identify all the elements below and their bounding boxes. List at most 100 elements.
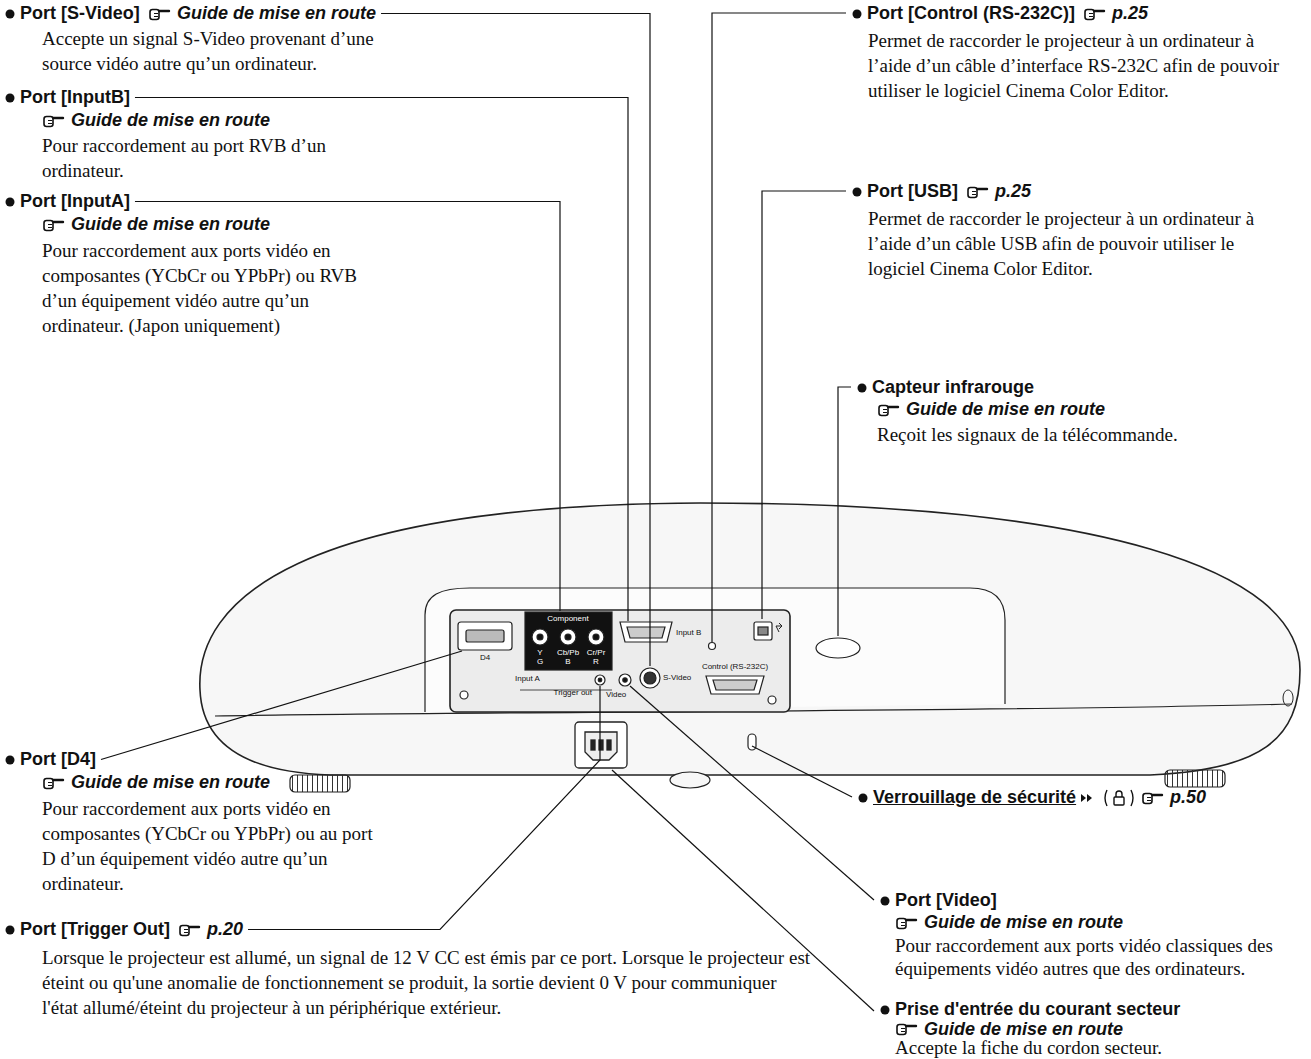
callout-heading: Port [Trigger Out]: [20, 919, 170, 940]
callout: Pour raccordement au port RVB d’un ordin…: [42, 133, 342, 183]
callout: Lorsque le projecteur est allumé, un sig…: [42, 945, 812, 1020]
drawing-part: [758, 627, 768, 635]
drawing-part: [883, 409, 887, 412]
drawing-part: [537, 634, 543, 640]
drawing-part: [44, 778, 53, 788]
rca-jack: [588, 629, 604, 645]
drawing-part: [644, 672, 656, 684]
ac-inlet: [575, 722, 627, 768]
connector-panel: [450, 610, 790, 712]
drawing-part: [1165, 770, 1225, 787]
pointer-icon: [895, 915, 919, 931]
d4-connector: [458, 622, 512, 650]
component-block: [525, 612, 612, 670]
description-text: Pour raccordement aux ports vidéo en com…: [42, 796, 387, 896]
guide-reference: Guide de mise en route: [71, 772, 270, 793]
drawing-part: [1105, 790, 1133, 806]
leader-line: [712, 13, 846, 642]
drawing-part: [897, 918, 906, 928]
bullet-dot: [5, 925, 15, 935]
callout: Permet de raccorder le projecteur à un o…: [868, 206, 1293, 281]
description-text: Accepte la fiche du cordon secteur.: [895, 1039, 1275, 1057]
page-reference: p.50: [1170, 787, 1206, 808]
drawing-part: [425, 588, 1005, 712]
port-marking: Input A: [515, 674, 540, 683]
callout: Video: [606, 690, 626, 699]
drawing-part: [200, 503, 1300, 775]
glossary-marker: [1080, 793, 1094, 803]
drawing-part: [591, 740, 595, 750]
description-text: Accepte un signal S-Video provenant d’un…: [42, 26, 392, 76]
pointer-icon: [1141, 790, 1165, 806]
leader-line: [838, 387, 851, 636]
callout: Port [Trigger Out]: [5, 919, 170, 940]
description-text: Permet de raccorder le projecteur à un o…: [868, 28, 1293, 103]
guide-reference: Guide de mise en route: [924, 1019, 1123, 1039]
vga-connector: [620, 622, 672, 642]
callout: Accepte un signal S-Video provenant d’un…: [42, 26, 392, 76]
drawing-part: [1283, 690, 1293, 706]
bullet-dot: [5, 755, 15, 765]
callout: Guide de mise en route: [42, 214, 270, 235]
callout: Prise d'entrée du courant secteur: [880, 1000, 1180, 1019]
bullet-dot: [5, 197, 15, 207]
usb-connector: [754, 622, 772, 640]
drawing-part: [972, 191, 976, 194]
leader-line: [135, 98, 628, 622]
port-marking: Cb/Pb: [557, 648, 579, 657]
callout: Guide de mise en route: [877, 399, 1105, 420]
port-marking: Video: [606, 690, 626, 699]
callout: Guide de mise en route: [42, 110, 270, 131]
bullet-dot: [857, 383, 867, 393]
drawing-part: [1114, 797, 1124, 805]
callout: Port [InputA]: [5, 191, 130, 212]
port-marking: D4: [480, 653, 490, 662]
drawing-part: [627, 627, 665, 638]
pointer-icon: [895, 1021, 919, 1037]
drawing-part: [607, 740, 611, 750]
screw: [709, 643, 716, 650]
drawing-part: [968, 187, 977, 197]
drawing-part: [48, 224, 52, 227]
callout: R: [593, 657, 599, 666]
callout: Input A: [515, 674, 540, 683]
callout: Port [Control (RS-232C)]: [852, 3, 1075, 24]
callout: D4: [480, 653, 490, 662]
callout-heading: Port [USB]: [867, 181, 958, 202]
leader-line: [630, 686, 874, 900]
drawing-part: [598, 678, 602, 682]
callout-heading: Capteur infrarouge: [872, 377, 1034, 398]
drawing-part: [879, 405, 888, 415]
callout: Guide de mise en route: [895, 912, 1123, 933]
drawing-part: [565, 634, 571, 640]
video-jack: [619, 674, 631, 686]
description-text: Lorsque le projecteur est allumé, un sig…: [42, 945, 812, 1020]
drawing-part: [859, 793, 868, 802]
port-marking: G: [537, 657, 543, 666]
leader-line: [381, 14, 650, 667]
drawing-part: [6, 925, 15, 934]
port-marking: B: [565, 657, 570, 666]
projector-body: [200, 503, 1300, 775]
pointer-icon: [42, 217, 66, 233]
port-marking: Cr/Pr: [587, 648, 606, 657]
guide-reference: Guide de mise en route: [177, 3, 376, 24]
drawing-part: [1147, 797, 1151, 800]
port-marking: S-Video: [663, 673, 691, 682]
drawing-part: [154, 13, 158, 16]
s-video-connector: [640, 668, 660, 688]
drawing-part: [44, 116, 53, 126]
callout: G: [537, 657, 543, 666]
feet: [290, 770, 1225, 792]
port-marking: R: [593, 657, 599, 666]
description-text: Pour raccordement au port RVB d’un ordin…: [42, 133, 342, 183]
callout: Port [InputB]: [5, 87, 130, 108]
pointer-icon: [877, 402, 901, 418]
drawing-part: [881, 1005, 890, 1014]
drawing-part: [48, 120, 52, 123]
drawing-part: [585, 732, 617, 760]
callout: p.20: [178, 919, 243, 940]
port-marking: Trigger out: [554, 688, 592, 697]
guide-reference: Guide de mise en route: [906, 399, 1105, 420]
